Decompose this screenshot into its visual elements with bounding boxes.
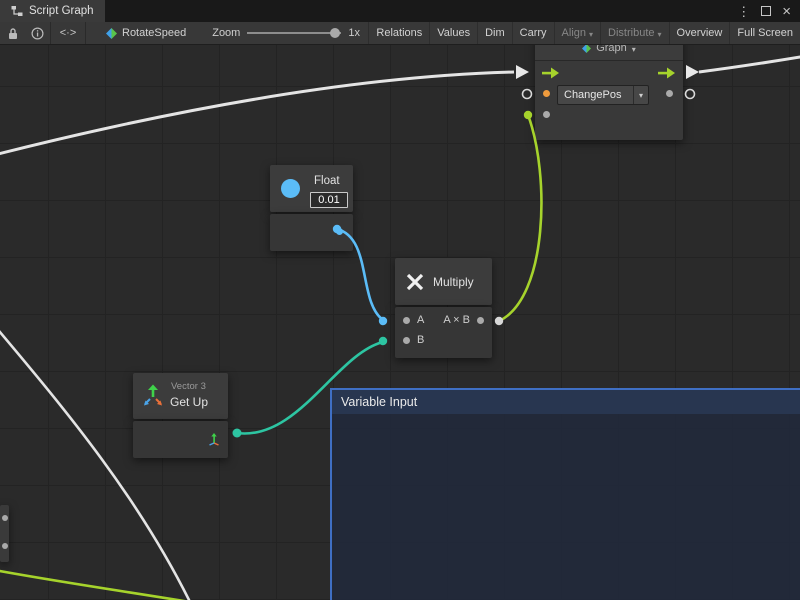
node-title: Float: [314, 175, 340, 187]
maximize-icon[interactable]: [761, 6, 772, 16]
graph-toolbar: <·> RotateSpeed Zoom 1x Relations Values…: [0, 22, 800, 45]
close-icon[interactable]: ×: [782, 2, 791, 20]
multiply-x-icon: [406, 273, 424, 291]
tab-label: Script Graph: [29, 5, 94, 17]
chevron-down-icon: ▾: [631, 44, 636, 54]
variable-select[interactable]: ChangePos ▾: [557, 85, 649, 105]
float-value-field[interactable]: [310, 192, 348, 208]
vector3-up-icon: [144, 384, 162, 406]
control-output-arrow-icon[interactable]: [658, 67, 676, 79]
unconnected-port-circle[interactable]: [684, 88, 696, 100]
button-label: Align: [561, 27, 587, 39]
wire-control-out[interactable]: [698, 55, 800, 74]
graph-asset-icon: [582, 44, 592, 53]
wire-multiply-to-event[interactable]: [498, 114, 543, 323]
graph-breadcrumb[interactable]: RotateSpeed: [106, 27, 186, 39]
variable-input-header[interactable]: Variable Input: [332, 390, 800, 414]
float-node[interactable]: Float: [270, 165, 353, 251]
clipped-node[interactable]: [0, 505, 9, 562]
graph-name-label: RotateSpeed: [122, 27, 187, 39]
control-wire-arrow-icon: [516, 65, 529, 79]
variable-input-panel[interactable]: Variable Input: [330, 388, 800, 600]
lock-icon: [8, 27, 17, 39]
button-label: Overview: [676, 27, 723, 39]
control-input-arrow-icon[interactable]: [542, 67, 560, 79]
lock-button[interactable]: [0, 22, 25, 44]
dim-button[interactable]: Dim: [477, 22, 512, 44]
zoom-value: 1x: [348, 27, 360, 39]
zoom-control: Zoom 1x: [212, 27, 360, 39]
wire-white-diagonal[interactable]: [0, 325, 192, 600]
overview-button[interactable]: Overview: [668, 22, 730, 44]
toolbar-buttons: Relations Values Dim Carry Align▾ Distri…: [368, 22, 800, 44]
graph-asset-icon: [106, 27, 117, 39]
value-input-port[interactable]: [543, 111, 550, 118]
zoom-label: Zoom: [212, 27, 241, 39]
unconnected-port-circle[interactable]: [521, 88, 533, 100]
relations-button[interactable]: Relations: [368, 22, 429, 44]
tab-bar: Script Graph ⋮ ×: [0, 0, 800, 22]
variable-input-port[interactable]: [543, 90, 550, 97]
output-label: A × B: [443, 314, 470, 326]
zoom-slider[interactable]: [247, 27, 342, 39]
chevron-down-icon: ▾: [657, 29, 662, 39]
button-label: Carry: [519, 27, 547, 39]
control-wire-arrow-icon: [686, 65, 699, 79]
code-preview-button[interactable]: <·>: [59, 27, 77, 39]
set-variable-node[interactable]: Graph ▾ ChangePos ▾: [535, 44, 683, 140]
node-header-label: Graph: [596, 44, 627, 54]
align-button[interactable]: Align▾: [553, 22, 600, 44]
toolbar-separator: [50, 22, 51, 44]
button-label: Distribute: [608, 27, 655, 39]
chevron-down-icon: ▾: [633, 86, 648, 104]
node-header[interactable]: Graph ▾: [535, 44, 683, 61]
input-a-label: A: [417, 314, 425, 326]
toolbar-separator: [85, 22, 86, 44]
wire-control-in[interactable]: [0, 70, 515, 156]
wire-endpoint-dot: [494, 316, 504, 326]
input-b-label: B: [417, 334, 425, 346]
variable-select-value: ChangePos: [564, 89, 622, 101]
chevron-down-icon: ▾: [589, 29, 594, 39]
wire-endpoint-dot: [523, 110, 533, 120]
distribute-button[interactable]: Distribute▾: [600, 22, 668, 44]
button-label: Relations: [376, 27, 423, 39]
node-type-label: Vector 3: [171, 381, 206, 392]
full-screen-button[interactable]: Full Screen: [729, 22, 800, 44]
variable-input-title: Variable Input: [341, 395, 418, 409]
zoom-slider-track: [247, 32, 342, 34]
wire-endpoint-dot: [378, 316, 388, 326]
tab-script-graph[interactable]: Script Graph: [0, 0, 105, 22]
port-dot[interactable]: [2, 543, 8, 549]
button-label: Values: [437, 27, 471, 39]
input-b-port[interactable]: [403, 337, 410, 344]
wire-green-bottom[interactable]: [0, 569, 220, 600]
port-dot[interactable]: [2, 515, 8, 521]
wire-endpoint-dot: [232, 428, 242, 438]
info-icon: [31, 26, 44, 40]
vector3-output-port-icon[interactable]: [207, 432, 221, 446]
node-title: Get Up: [170, 395, 209, 409]
info-button[interactable]: [25, 22, 50, 44]
multiply-node[interactable]: Multiply A A × B B: [395, 258, 492, 358]
zoom-slider-thumb[interactable]: [330, 28, 341, 38]
button-label: Dim: [485, 27, 505, 39]
carry-button[interactable]: Carry: [511, 22, 554, 44]
graph-canvas[interactable]: Variable Input Graph ▾: [0, 44, 800, 600]
output-port[interactable]: [477, 317, 484, 324]
output-port[interactable]: [666, 90, 673, 97]
button-label: Full Screen: [737, 27, 793, 39]
node-title: Multiply: [433, 275, 474, 289]
vector3-get-up-node[interactable]: Vector 3 Get Up: [133, 373, 228, 458]
input-a-port[interactable]: [403, 317, 410, 324]
values-button[interactable]: Values: [429, 22, 477, 44]
float-circle-icon: [281, 179, 300, 198]
float-output-port[interactable]: [336, 228, 343, 235]
wire-endpoint-dot: [378, 336, 388, 346]
window-controls: ⋮ ×: [737, 0, 800, 22]
kebab-menu-icon[interactable]: ⋮: [737, 3, 751, 19]
script-graph-icon: [11, 6, 23, 16]
